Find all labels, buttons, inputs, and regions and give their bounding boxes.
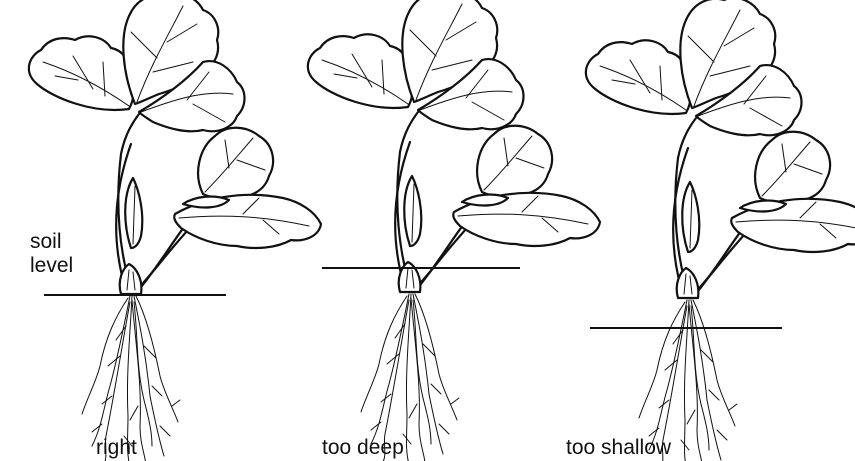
panel-caption: right [96, 436, 137, 459]
panel-caption: too deep [322, 436, 404, 459]
panel-too-deep: too deep [308, 0, 600, 461]
panel-caption: too shallow [566, 436, 672, 459]
panel-too-shallow: too shallow [566, 0, 855, 461]
soil-label-line2: level [30, 254, 73, 277]
plant-drawing [308, 0, 600, 292]
panel-right: soil level right [29, 0, 321, 461]
plant-drawing [586, 0, 855, 298]
soil-label-line1: soil [30, 230, 62, 253]
plant-drawing [29, 0, 321, 294]
